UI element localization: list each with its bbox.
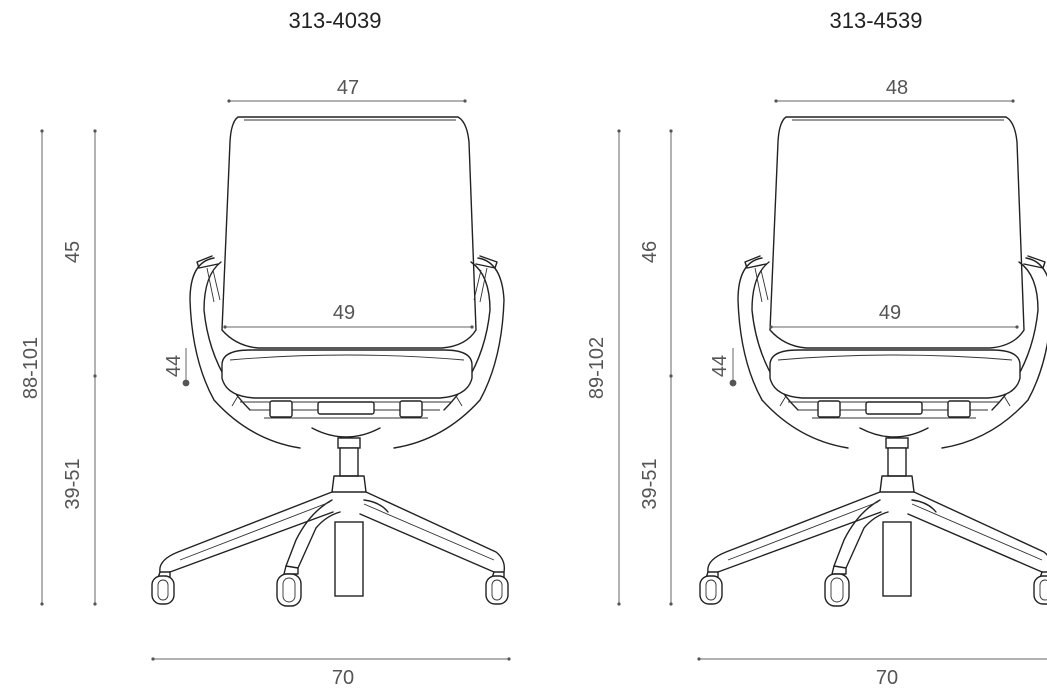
base-width-label: 70 <box>876 667 898 688</box>
total-height-dimension: 88-101 <box>20 129 44 606</box>
back-width-dimension: 47 <box>227 77 467 103</box>
total-height-label: 88-101 <box>20 337 42 399</box>
chair-front-view <box>699 116 1047 607</box>
seat-height-label: 39-51 <box>62 458 84 509</box>
model-title: 313-4039 <box>289 8 382 33</box>
drawing-313-4039: 313-4039 88-101 45 39-51 44 <box>20 8 511 688</box>
height-split-dimension: 45 39-51 <box>62 129 97 606</box>
caster-right <box>1033 571 1047 605</box>
base-width-dimension: 70 <box>151 657 511 688</box>
chair-front-view <box>151 116 509 607</box>
seat-width-dimension: 49 <box>769 302 1019 329</box>
drawing-313-4539: 313-4539 89-102 46 39-51 44 48 <box>586 8 1047 688</box>
total-height-dimension: 89-102 <box>586 129 621 606</box>
back-height-label: 46 <box>639 241 661 263</box>
model-title: 313-4539 <box>830 8 923 33</box>
base-width-dimension: 70 <box>697 657 1047 688</box>
total-height-label: 89-102 <box>586 337 608 399</box>
caster-left <box>151 571 175 605</box>
seat-width-label: 49 <box>879 302 901 324</box>
back-width-dimension: 48 <box>774 77 1015 103</box>
armrest-height-label: 44 <box>709 355 731 377</box>
back-width-label: 48 <box>886 77 908 99</box>
height-split-dimension: 46 39-51 <box>639 129 673 606</box>
armrest-height-dimension: 44 <box>709 348 737 387</box>
armrest-height-label: 44 <box>163 355 185 377</box>
seat-width-dimension: 49 <box>223 302 474 329</box>
base-width-label: 70 <box>332 667 354 688</box>
caster-left <box>699 571 723 605</box>
armrest-height-dimension: 44 <box>163 348 190 387</box>
caster-middle <box>824 565 850 607</box>
seat-height-label: 39-51 <box>639 458 661 509</box>
caster-middle <box>276 565 302 607</box>
back-height-label: 45 <box>62 241 84 263</box>
seat-width-label: 49 <box>333 302 355 324</box>
caster-right <box>485 571 509 605</box>
back-width-label: 47 <box>337 77 359 99</box>
